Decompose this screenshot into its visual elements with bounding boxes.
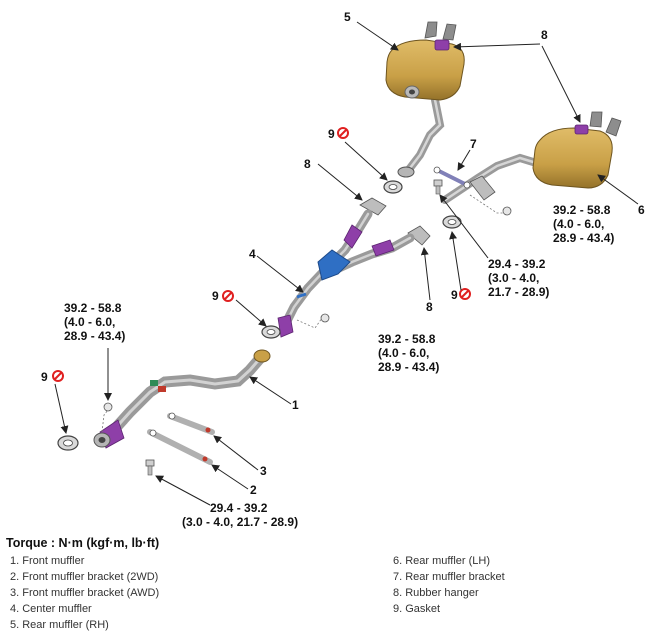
- torque-bracket-top: 29.4 - 39.2 (3.0 - 4.0, 21.7 - 28.9): [488, 257, 549, 299]
- callout-8-top: 8: [541, 28, 548, 42]
- nut-icon: [101, 402, 113, 433]
- parts-legend-right: 6. Rear muffler (LH) 7. Rear muffler bra…: [393, 553, 505, 617]
- no-reuse-icon: [222, 290, 234, 302]
- callout-3: 3: [260, 464, 267, 478]
- callout-9-top: 9: [328, 127, 335, 141]
- nut-icon: [296, 313, 330, 329]
- torque-rear-right: 39.2 - 58.8 (4.0 - 6.0, 28.9 - 43.4): [553, 203, 614, 245]
- torque-center: 39.2 - 58.8 (4.0 - 6.0, 28.9 - 43.4): [378, 332, 439, 374]
- bolt-icon: [145, 459, 155, 476]
- nut-icon: [469, 194, 512, 216]
- parts-legend-left: 1. Front muffler 2. Front muffler bracke…: [10, 553, 159, 633]
- torque-bottom: 29.4 - 39.2 (3.0 - 4.0, 21.7 - 28.9): [182, 501, 298, 529]
- no-reuse-icon: [52, 370, 64, 382]
- gasket-9-center: [261, 325, 281, 339]
- legend-item: 5. Rear muffler (RH): [10, 619, 109, 631]
- front-muffler: [93, 349, 271, 449]
- callout-1: 1: [292, 398, 299, 412]
- no-reuse-icon: [459, 288, 471, 300]
- callout-9-right: 9: [451, 288, 458, 302]
- callout-9-left: 9: [41, 370, 48, 384]
- torque-units-title: Torque : N·m (kgf·m, lb·ft): [6, 536, 160, 550]
- callout-8-mid: 8: [304, 157, 311, 171]
- legend-item: 2. Front muffler bracket (2WD): [10, 571, 159, 583]
- legend-item: 7. Rear muffler bracket: [393, 571, 505, 583]
- rubber-hanger-right: [407, 225, 431, 246]
- callout-8-right: 8: [426, 300, 433, 314]
- rear-muffler-bracket: [433, 166, 471, 189]
- bolt-icon: [433, 179, 443, 195]
- front-muffler-bracket-2wd: [147, 429, 213, 465]
- pipe-flange-top: [397, 166, 415, 178]
- callout-9-center: 9: [212, 289, 219, 303]
- rear-muffler-rh: [385, 21, 465, 176]
- legend-item: 8. Rubber hanger: [393, 587, 479, 599]
- front-muffler-bracket-awd: [167, 412, 215, 435]
- gasket-9-left: [57, 435, 79, 451]
- legend-item: 4. Center muffler: [10, 603, 92, 615]
- callout-4: 4: [249, 247, 256, 261]
- legend-item: 3. Front muffler bracket (AWD): [10, 587, 160, 599]
- no-reuse-icon: [337, 127, 349, 139]
- callout-7: 7: [470, 137, 477, 151]
- center-muffler: [277, 209, 415, 338]
- legend-item: 6. Rear muffler (LH): [393, 555, 490, 567]
- leader-lines: [54, 21, 639, 506]
- rear-muffler-lh: [441, 111, 622, 204]
- legend-item: 1. Front muffler: [10, 555, 85, 567]
- callout-2: 2: [250, 483, 257, 497]
- exhaust-system-diagram: 5 8 9 7 8 6 4 9 9 8 9 1 3 2 39.2 - 58.8 …: [41, 10, 645, 529]
- torque-front-left: 39.2 - 58.8 (4.0 - 6.0, 28.9 - 43.4): [64, 301, 125, 343]
- gasket-9-top: [383, 180, 403, 194]
- rubber-hanger-upper: [359, 197, 387, 216]
- gasket-9-right: [442, 215, 462, 229]
- callout-5: 5: [344, 10, 351, 24]
- callout-6: 6: [638, 203, 645, 217]
- legend-item: 9. Gasket: [393, 603, 441, 615]
